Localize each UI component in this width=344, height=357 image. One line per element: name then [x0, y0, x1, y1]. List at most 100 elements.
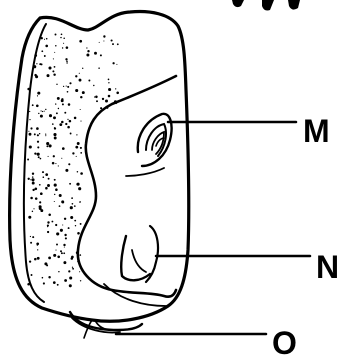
speckle-dot: [44, 39, 45, 40]
speckle-dot: [35, 75, 38, 78]
speckle-dot: [55, 224, 57, 226]
speckle-dot: [38, 156, 40, 158]
speckle-dot: [71, 256, 74, 259]
speckle-dot: [72, 267, 73, 268]
speckle-dot: [45, 133, 46, 134]
speckle-dot: [80, 152, 82, 154]
speckle-dot: [37, 146, 39, 148]
speckle-dot: [66, 86, 67, 87]
speckle-dot: [40, 192, 43, 195]
speckle-dot: [98, 67, 100, 69]
speckle-dot: [27, 159, 29, 161]
speckle-dot: [94, 96, 95, 97]
speckle-dot: [28, 216, 31, 219]
speckle-dot: [64, 279, 67, 282]
speckle-dot: [68, 103, 71, 106]
speckle-dot: [53, 281, 56, 284]
speckle-dot: [60, 37, 61, 38]
speckle-dot: [64, 112, 66, 114]
speckle-dot: [45, 135, 46, 136]
speckle-dot: [93, 85, 94, 86]
speckle-dot: [80, 201, 81, 202]
speckle-dot: [54, 179, 56, 181]
speckle-dot: [108, 82, 109, 83]
speckle-dot: [42, 277, 44, 279]
speckle-dot: [63, 252, 65, 254]
seed-coat: [10, 12, 189, 338]
speckle-dot: [69, 82, 71, 84]
speckle-dot: [79, 79, 82, 82]
speckle-dot: [80, 280, 81, 281]
speckle-dot: [87, 50, 89, 52]
speckle-dot: [37, 134, 39, 136]
speckle-dot: [49, 114, 52, 117]
speckle-dot: [37, 153, 40, 156]
speckle-dot: [41, 110, 42, 111]
speckle-dot: [30, 242, 32, 244]
embryo: [78, 76, 176, 306]
speckle-dot: [28, 131, 29, 132]
speckle-dot: [46, 142, 49, 145]
speckle-dot: [116, 92, 119, 95]
speckle-dot: [54, 137, 57, 140]
speckle-dot: [56, 244, 58, 246]
speckle-dot: [55, 250, 56, 251]
speckle-dot: [39, 133, 40, 134]
speckle-dot: [48, 276, 50, 278]
speckle-dot: [56, 84, 57, 85]
speckle-dot: [46, 38, 48, 40]
speckle-dot: [58, 165, 59, 166]
speckle-dot: [112, 62, 114, 64]
speckle-dot: [48, 257, 51, 260]
speckle-dot: [96, 100, 98, 102]
speckle-dot: [69, 276, 72, 279]
speckle-dot: [39, 184, 41, 186]
speckle-dot: [80, 121, 81, 122]
speckle-dot: [32, 182, 35, 185]
speckle-dot: [43, 282, 45, 284]
speckle-dot: [38, 113, 39, 114]
speckle-dot: [95, 96, 98, 99]
speckle-dot: [80, 109, 81, 110]
speckle-dot: [68, 270, 70, 272]
speckle-dot: [117, 43, 119, 45]
label-o: O: [272, 325, 297, 357]
speckle-dot: [66, 46, 69, 49]
speckle-dot: [56, 112, 58, 114]
speckle-dot: [63, 43, 64, 44]
speckle-dot: [78, 187, 81, 190]
speckle-dot: [53, 116, 56, 119]
speckle-dot: [115, 88, 116, 89]
speckle-dot: [74, 220, 76, 222]
speckle-dot: [54, 66, 56, 68]
speckle-dot: [63, 86, 64, 87]
speckle-dot: [47, 74, 50, 77]
speckle-dot: [46, 264, 48, 266]
speckle-dot: [74, 205, 76, 207]
speckle-dot: [67, 126, 70, 129]
speckle-dot: [67, 91, 69, 93]
speckle-dot: [44, 55, 46, 57]
speckle-dot: [72, 268, 74, 270]
speckle-dot: [29, 145, 32, 148]
speckle-dot: [72, 203, 74, 205]
speckle-dot: [60, 250, 62, 252]
speckle-dot: [55, 163, 56, 164]
speckle-dot: [61, 33, 63, 35]
speckle-dot: [64, 234, 66, 236]
speckle-dot: [33, 65, 36, 68]
speckle-dot: [79, 271, 80, 272]
speckle-dot: [40, 115, 43, 118]
radicle: [121, 226, 158, 282]
speckle-dot: [42, 171, 44, 173]
speckle-dot: [102, 98, 104, 100]
speckle-dot: [37, 249, 38, 250]
speckle-dot: [62, 103, 64, 105]
speckle-dot: [53, 155, 55, 157]
speckle-dot: [54, 194, 55, 195]
speckle-dot: [61, 121, 64, 124]
speckle-dot: [32, 189, 34, 191]
speckle-dot: [42, 111, 43, 112]
speckle-dot: [29, 111, 30, 112]
